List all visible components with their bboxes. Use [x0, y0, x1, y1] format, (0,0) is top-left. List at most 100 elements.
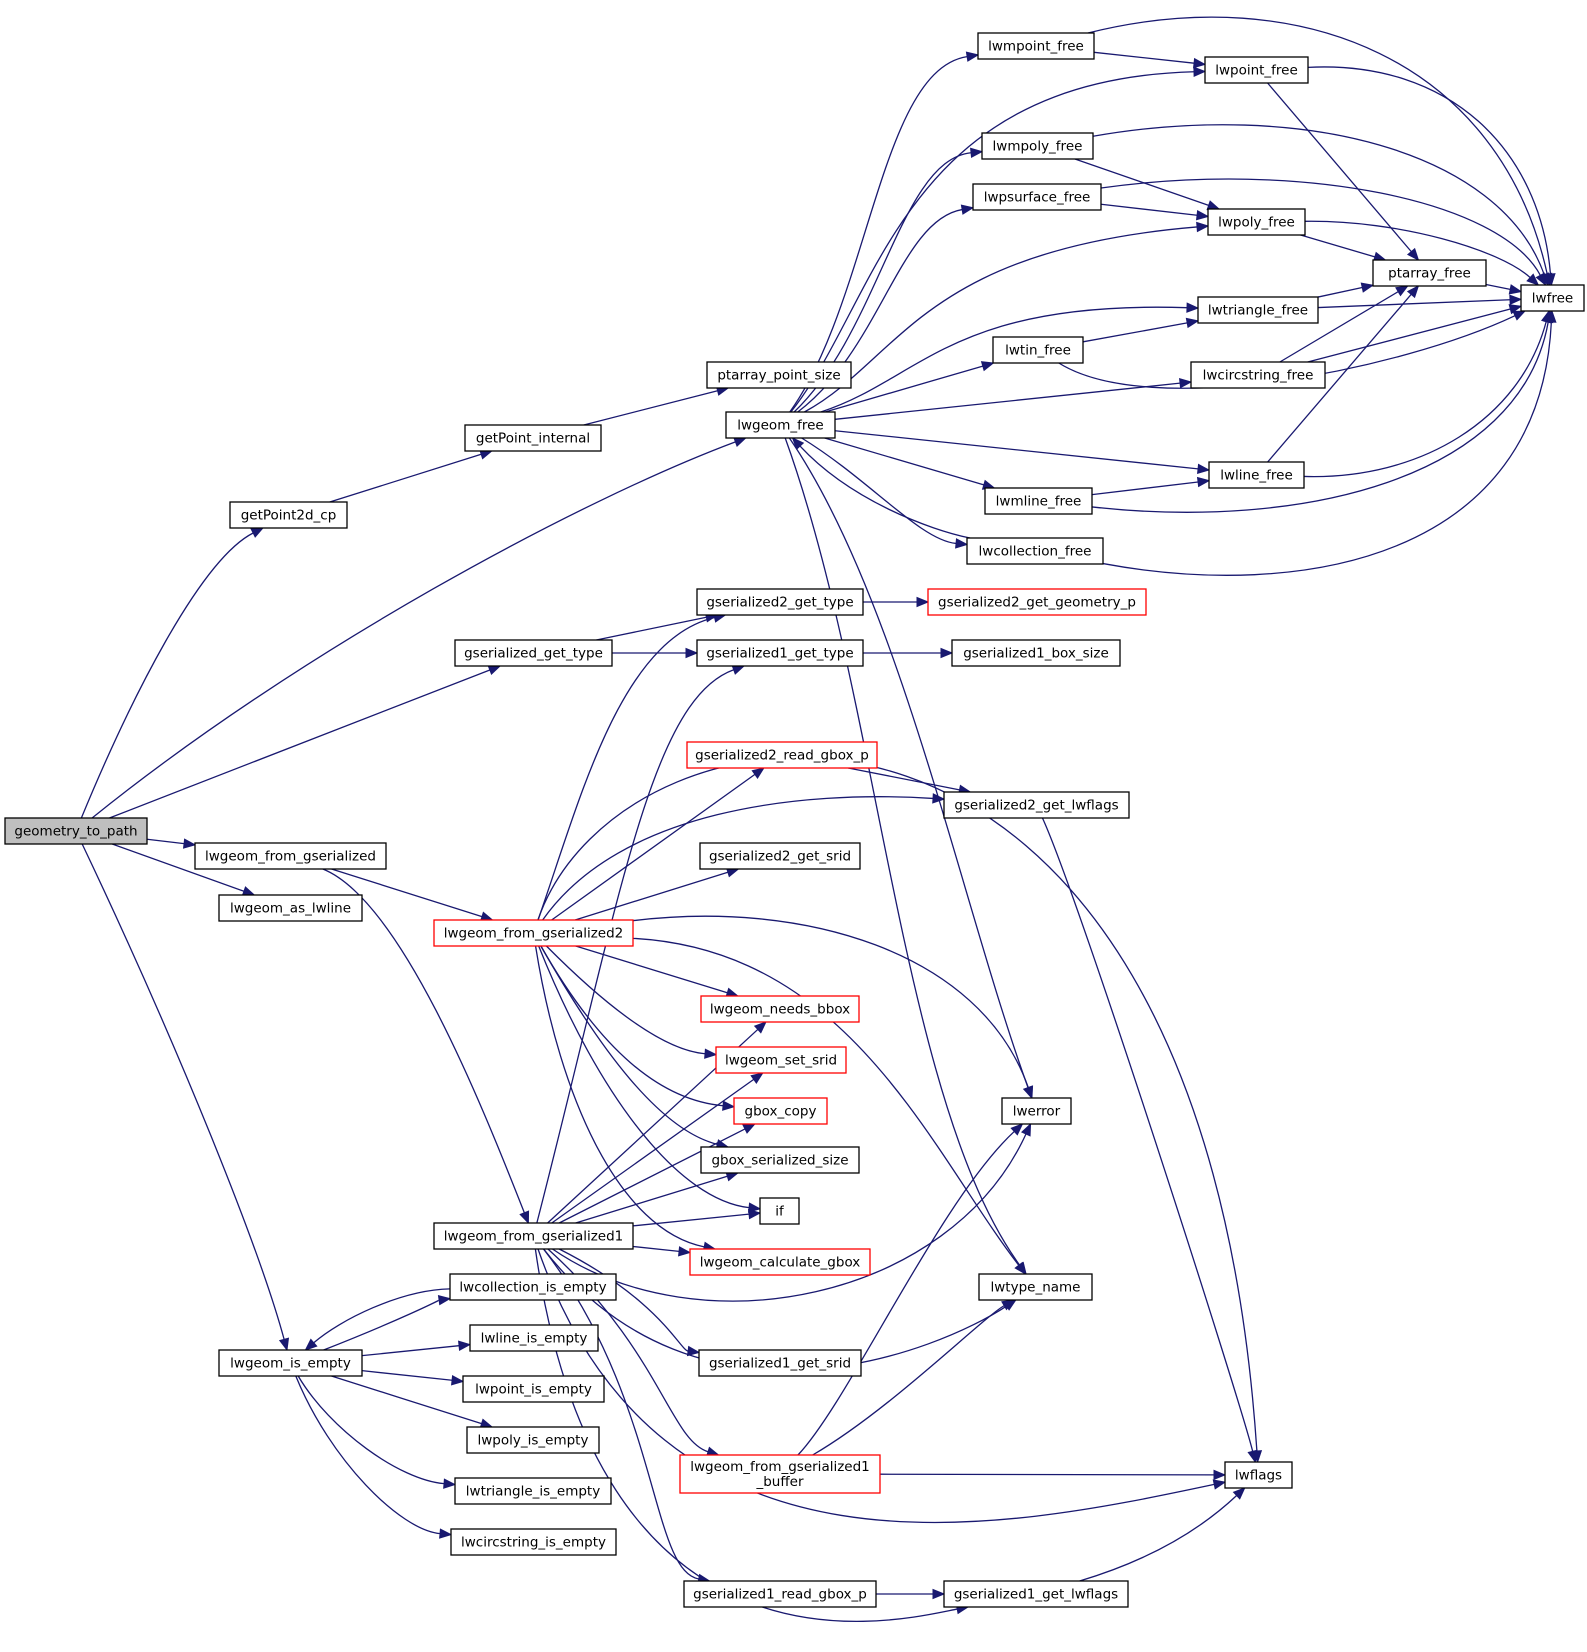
node-gserialized1_box_size[interactable]: gserialized1_box_size	[951, 639, 1121, 667]
node-gserialized1_get_srid[interactable]: gserialized1_get_srid	[698, 1349, 862, 1377]
node-lwerror[interactable]: lwerror	[1001, 1097, 1072, 1125]
node-lwgeom_set_srid[interactable]: lwgeom_set_srid	[715, 1046, 847, 1074]
node-lwline_free[interactable]: lwline_free	[1208, 461, 1305, 489]
node-gserialized1_get_type[interactable]: gserialized1_get_type	[696, 639, 864, 667]
node-lwpoint_is_empty[interactable]: lwpoint_is_empty	[462, 1375, 605, 1403]
node-gserialized1_read_gbox_p[interactable]: gserialized1_read_gbox_p	[683, 1580, 877, 1608]
call-edge-lwcollection_free-to-lwfree	[1102, 309, 1557, 576]
node-label: lwmpoint_free	[988, 39, 1084, 55]
node-if[interactable]: if	[759, 1197, 800, 1225]
node-box	[433, 1222, 634, 1250]
node-lwgeom_is_empty[interactable]: lwgeom_is_empty	[218, 1349, 363, 1377]
node-label: lwcollection_free	[979, 544, 1092, 560]
node-gbox_serialized_size[interactable]: gbox_serialized_size	[700, 1146, 860, 1174]
node-box	[706, 361, 852, 389]
call-edge-lwmline_free-to-lwfree	[1091, 309, 1554, 513]
node-lwgeom_calculate_gbox[interactable]: lwgeom_calculate_gbox	[689, 1248, 871, 1276]
node-getPoint_internal[interactable]: getPoint_internal	[464, 424, 602, 452]
node-lwcircstring_free[interactable]: lwcircstring_free	[1190, 361, 1326, 389]
arrowhead-icon	[1406, 284, 1420, 299]
node-label: lwcircstring_is_empty	[461, 1535, 606, 1551]
node-ptarray_point_size[interactable]: ptarray_point_size	[706, 361, 852, 389]
call-edge-lwgeom_from_gserialized2-to-gbox_copy	[540, 945, 736, 1111]
node-gserialized_get_type[interactable]: gserialized_get_type	[454, 639, 613, 667]
node-lwpsurface_free[interactable]: lwpsurface_free	[972, 183, 1102, 211]
node-ptarray_free[interactable]: ptarray_free	[1372, 259, 1487, 287]
arrowhead-icon	[940, 647, 954, 659]
node-lwcollection_is_empty[interactable]: lwcollection_is_empty	[449, 1273, 617, 1301]
node-lwmpoint_free[interactable]: lwmpoint_free	[977, 32, 1095, 60]
node-box	[984, 487, 1093, 515]
node-box	[943, 1580, 1129, 1608]
node-lwgeom_free[interactable]: lwgeom_free	[725, 411, 836, 439]
arrowhead-icon	[955, 538, 969, 549]
node-label: lwpoly_is_empty	[478, 1433, 589, 1449]
call-edge-lwmline_free-to-lwline_free	[1091, 476, 1211, 496]
node-lwcollection_free[interactable]: lwcollection_free	[966, 537, 1104, 565]
arrowhead-icon	[241, 886, 256, 897]
node-lwgeom_from_gserialized2[interactable]: lwgeom_from_gserialized2	[433, 919, 634, 947]
arrowhead-icon	[1196, 221, 1210, 233]
node-gbox_copy[interactable]: gbox_copy	[733, 1097, 828, 1125]
node-geometry_to_path[interactable]: geometry_to_path	[4, 817, 148, 845]
arrowhead-icon	[1197, 463, 1211, 475]
node-lwgeom_from_gserialized1_buffer[interactable]: lwgeom_from_gserialized1_buffer	[679, 1454, 881, 1494]
call-edge-lwgeom_from_gserialized1-to-gbox_serialized_size	[575, 1171, 740, 1224]
call-edge-lwgeom_from_gserialized1-to-if	[632, 1208, 762, 1227]
node-gserialized2_get_geometry_p[interactable]: gserialized2_get_geometry_p	[927, 588, 1147, 616]
node-box	[462, 1375, 605, 1403]
node-label: lwgeom_free	[737, 418, 823, 434]
node-lwpoly_free[interactable]: lwpoly_free	[1207, 208, 1306, 236]
node-gserialized1_get_lwflags[interactable]: gserialized1_get_lwflags	[943, 1580, 1129, 1608]
node-box	[464, 424, 602, 452]
node-box	[1208, 461, 1305, 489]
node-lwtype_name[interactable]: lwtype_name	[978, 1273, 1093, 1301]
node-lwpoly_is_empty[interactable]: lwpoly_is_empty	[466, 1426, 600, 1454]
node-label: lwflags	[1235, 1468, 1282, 1484]
arrowhead-icon	[1001, 1299, 1015, 1311]
node-lwflags[interactable]: lwflags	[1224, 1461, 1293, 1489]
arrowhead-icon	[751, 767, 765, 779]
node-box	[733, 1097, 828, 1125]
node-lwmline_free[interactable]: lwmline_free	[984, 487, 1093, 515]
call-edge-lwgeom_from_gserialized1_buffer-to-lwtype_name	[812, 1299, 1015, 1456]
call-edge-lwtriangle_free-to-ptarray_free	[1317, 282, 1375, 298]
call-edge-lwgeom_free-to-lwline_free	[834, 430, 1211, 475]
call-edge-lwgeom_from_gserialized-to-lwgeom_from_gserialized1	[322, 868, 530, 1225]
node-lwgeom_from_gserialized[interactable]: lwgeom_from_gserialized	[194, 842, 387, 870]
call-edge-lwgeom_from_gserialized2-to-gserialized2_get_srid	[574, 867, 740, 921]
node-lwgeom_from_gserialized1[interactable]: lwgeom_from_gserialized1	[433, 1222, 634, 1250]
node-getPoint2d_cp[interactable]: getPoint2d_cp	[229, 501, 348, 529]
node-lwtriangle_free[interactable]: lwtriangle_free	[1197, 296, 1319, 324]
node-lwtin_free[interactable]: lwtin_free	[992, 336, 1084, 364]
call-edge-lwgeom_from_gserialized2-to-gserialized2_get_lwflags	[542, 793, 946, 921]
node-lwmpoly_free[interactable]: lwmpoly_free	[981, 132, 1094, 160]
node-lwgeom_needs_bbox[interactable]: lwgeom_needs_bbox	[700, 995, 860, 1023]
node-label: lwtin_free	[1005, 343, 1071, 359]
node-lwpoint_free[interactable]: lwpoint_free	[1204, 56, 1309, 84]
node-label: lwpoint_free	[1215, 63, 1298, 79]
node-box	[218, 894, 363, 922]
node-lwtriangle_is_empty[interactable]: lwtriangle_is_empty	[454, 1477, 612, 1505]
arrowhead-icon	[1014, 1261, 1027, 1276]
node-lwcircstring_is_empty[interactable]: lwcircstring_is_empty	[450, 1528, 617, 1556]
call-edge-lwline_free-to-ptarray_free	[1267, 284, 1420, 463]
node-gserialized2_get_lwflags[interactable]: gserialized2_get_lwflags	[943, 791, 1130, 819]
node-box	[1372, 259, 1487, 287]
call-edge-lwgeom_is_empty-to-lwtriangle_is_empty	[297, 1375, 457, 1489]
call-edge-ptarray_free-to-lwfree	[1485, 283, 1523, 295]
node-lwfree[interactable]: lwfree	[1520, 284, 1585, 312]
node-label: gserialized2_get_lwflags	[954, 798, 1118, 814]
call-edge-lwgeom_from_gserialized1-to-lwgeom_set_srid	[551, 1072, 764, 1224]
node-box	[966, 537, 1104, 565]
call-edge-lwgeom_from_gserialized2-to-lwflags	[537, 757, 1263, 1464]
node-gserialized2_get_srid[interactable]: gserialized2_get_srid	[699, 842, 861, 870]
node-gserialized2_get_type[interactable]: gserialized2_get_type	[696, 588, 864, 616]
call-edge-lwgeom_from_gserialized1_buffer-to-lwflags	[879, 1469, 1227, 1481]
call-edge-lwpoly_free-to-ptarray_free	[1300, 234, 1387, 262]
node-gserialized2_read_gbox_p[interactable]: gserialized2_read_gbox_p	[686, 741, 878, 769]
node-lwline_is_empty[interactable]: lwline_is_empty	[469, 1324, 599, 1352]
node-box	[689, 1248, 871, 1276]
node-label: gserialized2_get_type	[706, 595, 853, 611]
node-lwgeom_as_lwline[interactable]: lwgeom_as_lwline	[218, 894, 363, 922]
